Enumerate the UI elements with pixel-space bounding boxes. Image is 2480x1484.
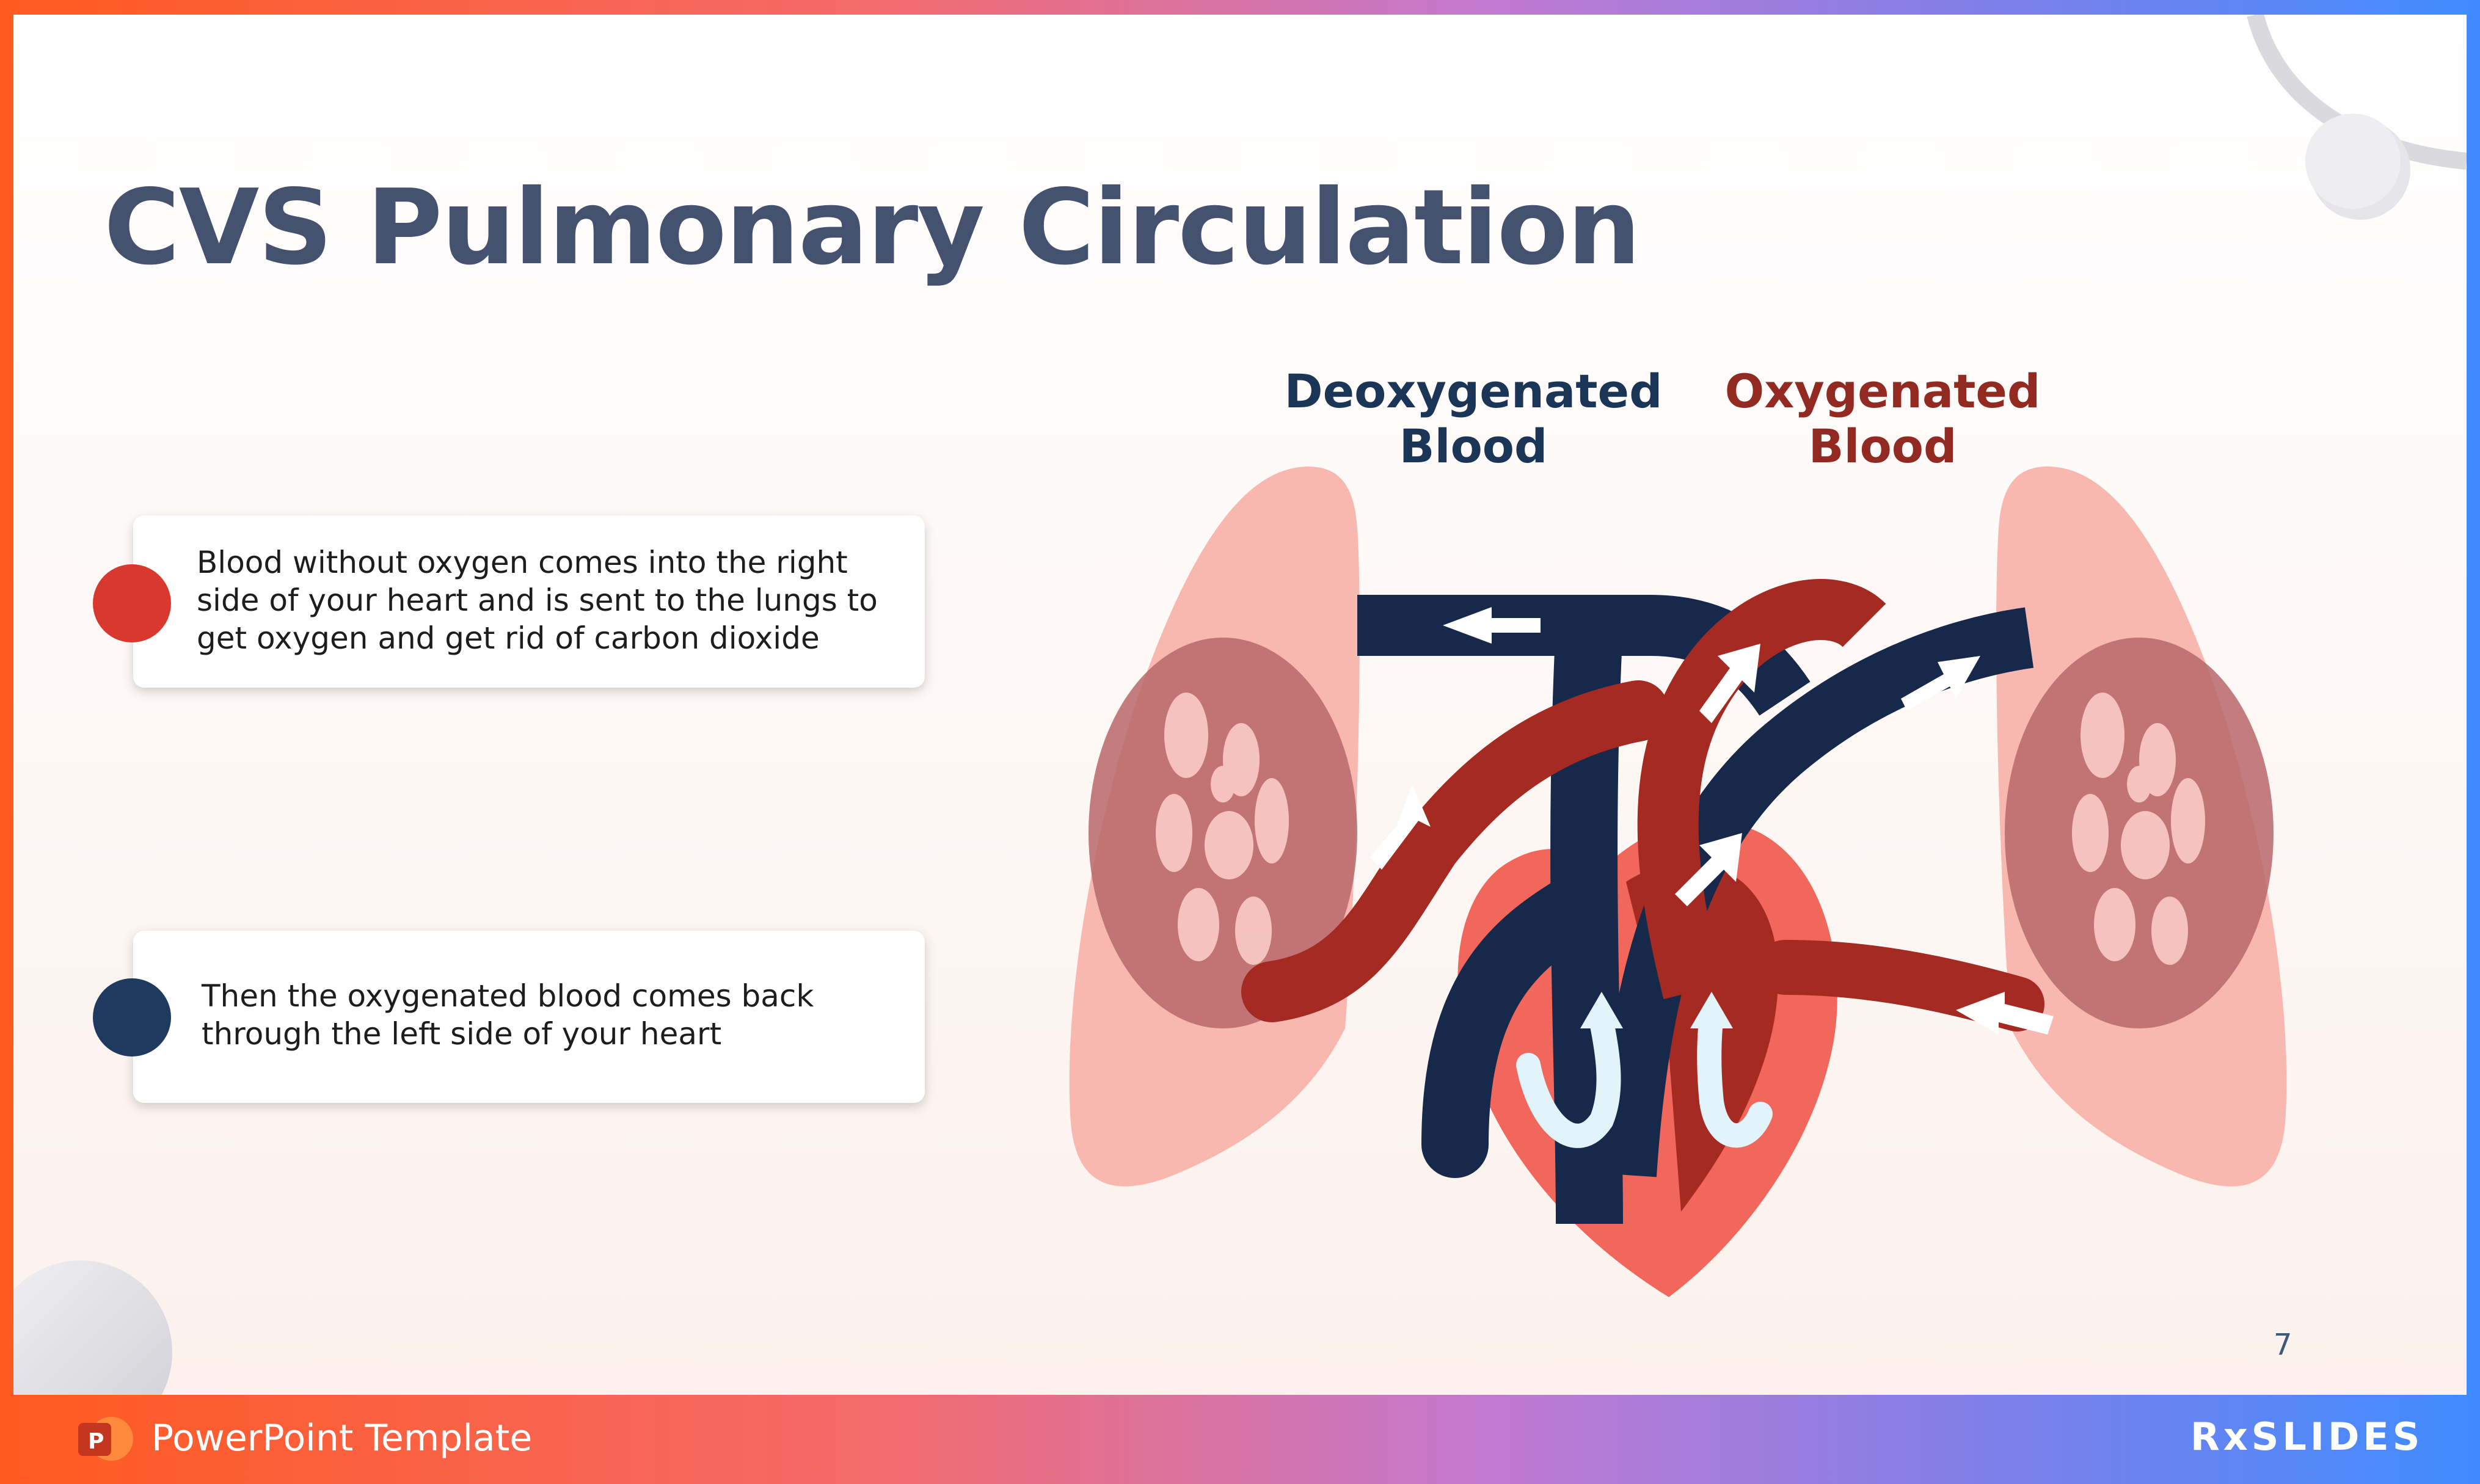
decorative-circle-bottom-left (13, 1260, 172, 1395)
info-card-1-text: Blood without oxygen comes into the righ… (197, 544, 887, 657)
label-deoxygenated-line-1: Deoxygenated (1211, 364, 1736, 419)
bullet-red (93, 564, 171, 642)
powerpoint-icon: P (76, 1414, 134, 1463)
footer-template-label: PowerPoint Template (151, 1417, 532, 1460)
slide-title: CVS Pulmonary Circulation (104, 167, 1639, 288)
info-card-2-text: Then the oxygenated blood comes back thr… (202, 977, 892, 1053)
brand-logo: RxSLIDES (2190, 1414, 2423, 1459)
slide: CVS Pulmonary Circulation Blood without … (13, 15, 2467, 1395)
svg-text:P: P (88, 1429, 104, 1454)
heart-lungs-illustration (991, 442, 2396, 1309)
bullet-navy (93, 978, 171, 1057)
decorative-orbit-top-right (2231, 15, 2467, 271)
page-number: 7 (2274, 1328, 2292, 1362)
label-oxygenated-line-1: Oxygenated (1675, 364, 2090, 419)
